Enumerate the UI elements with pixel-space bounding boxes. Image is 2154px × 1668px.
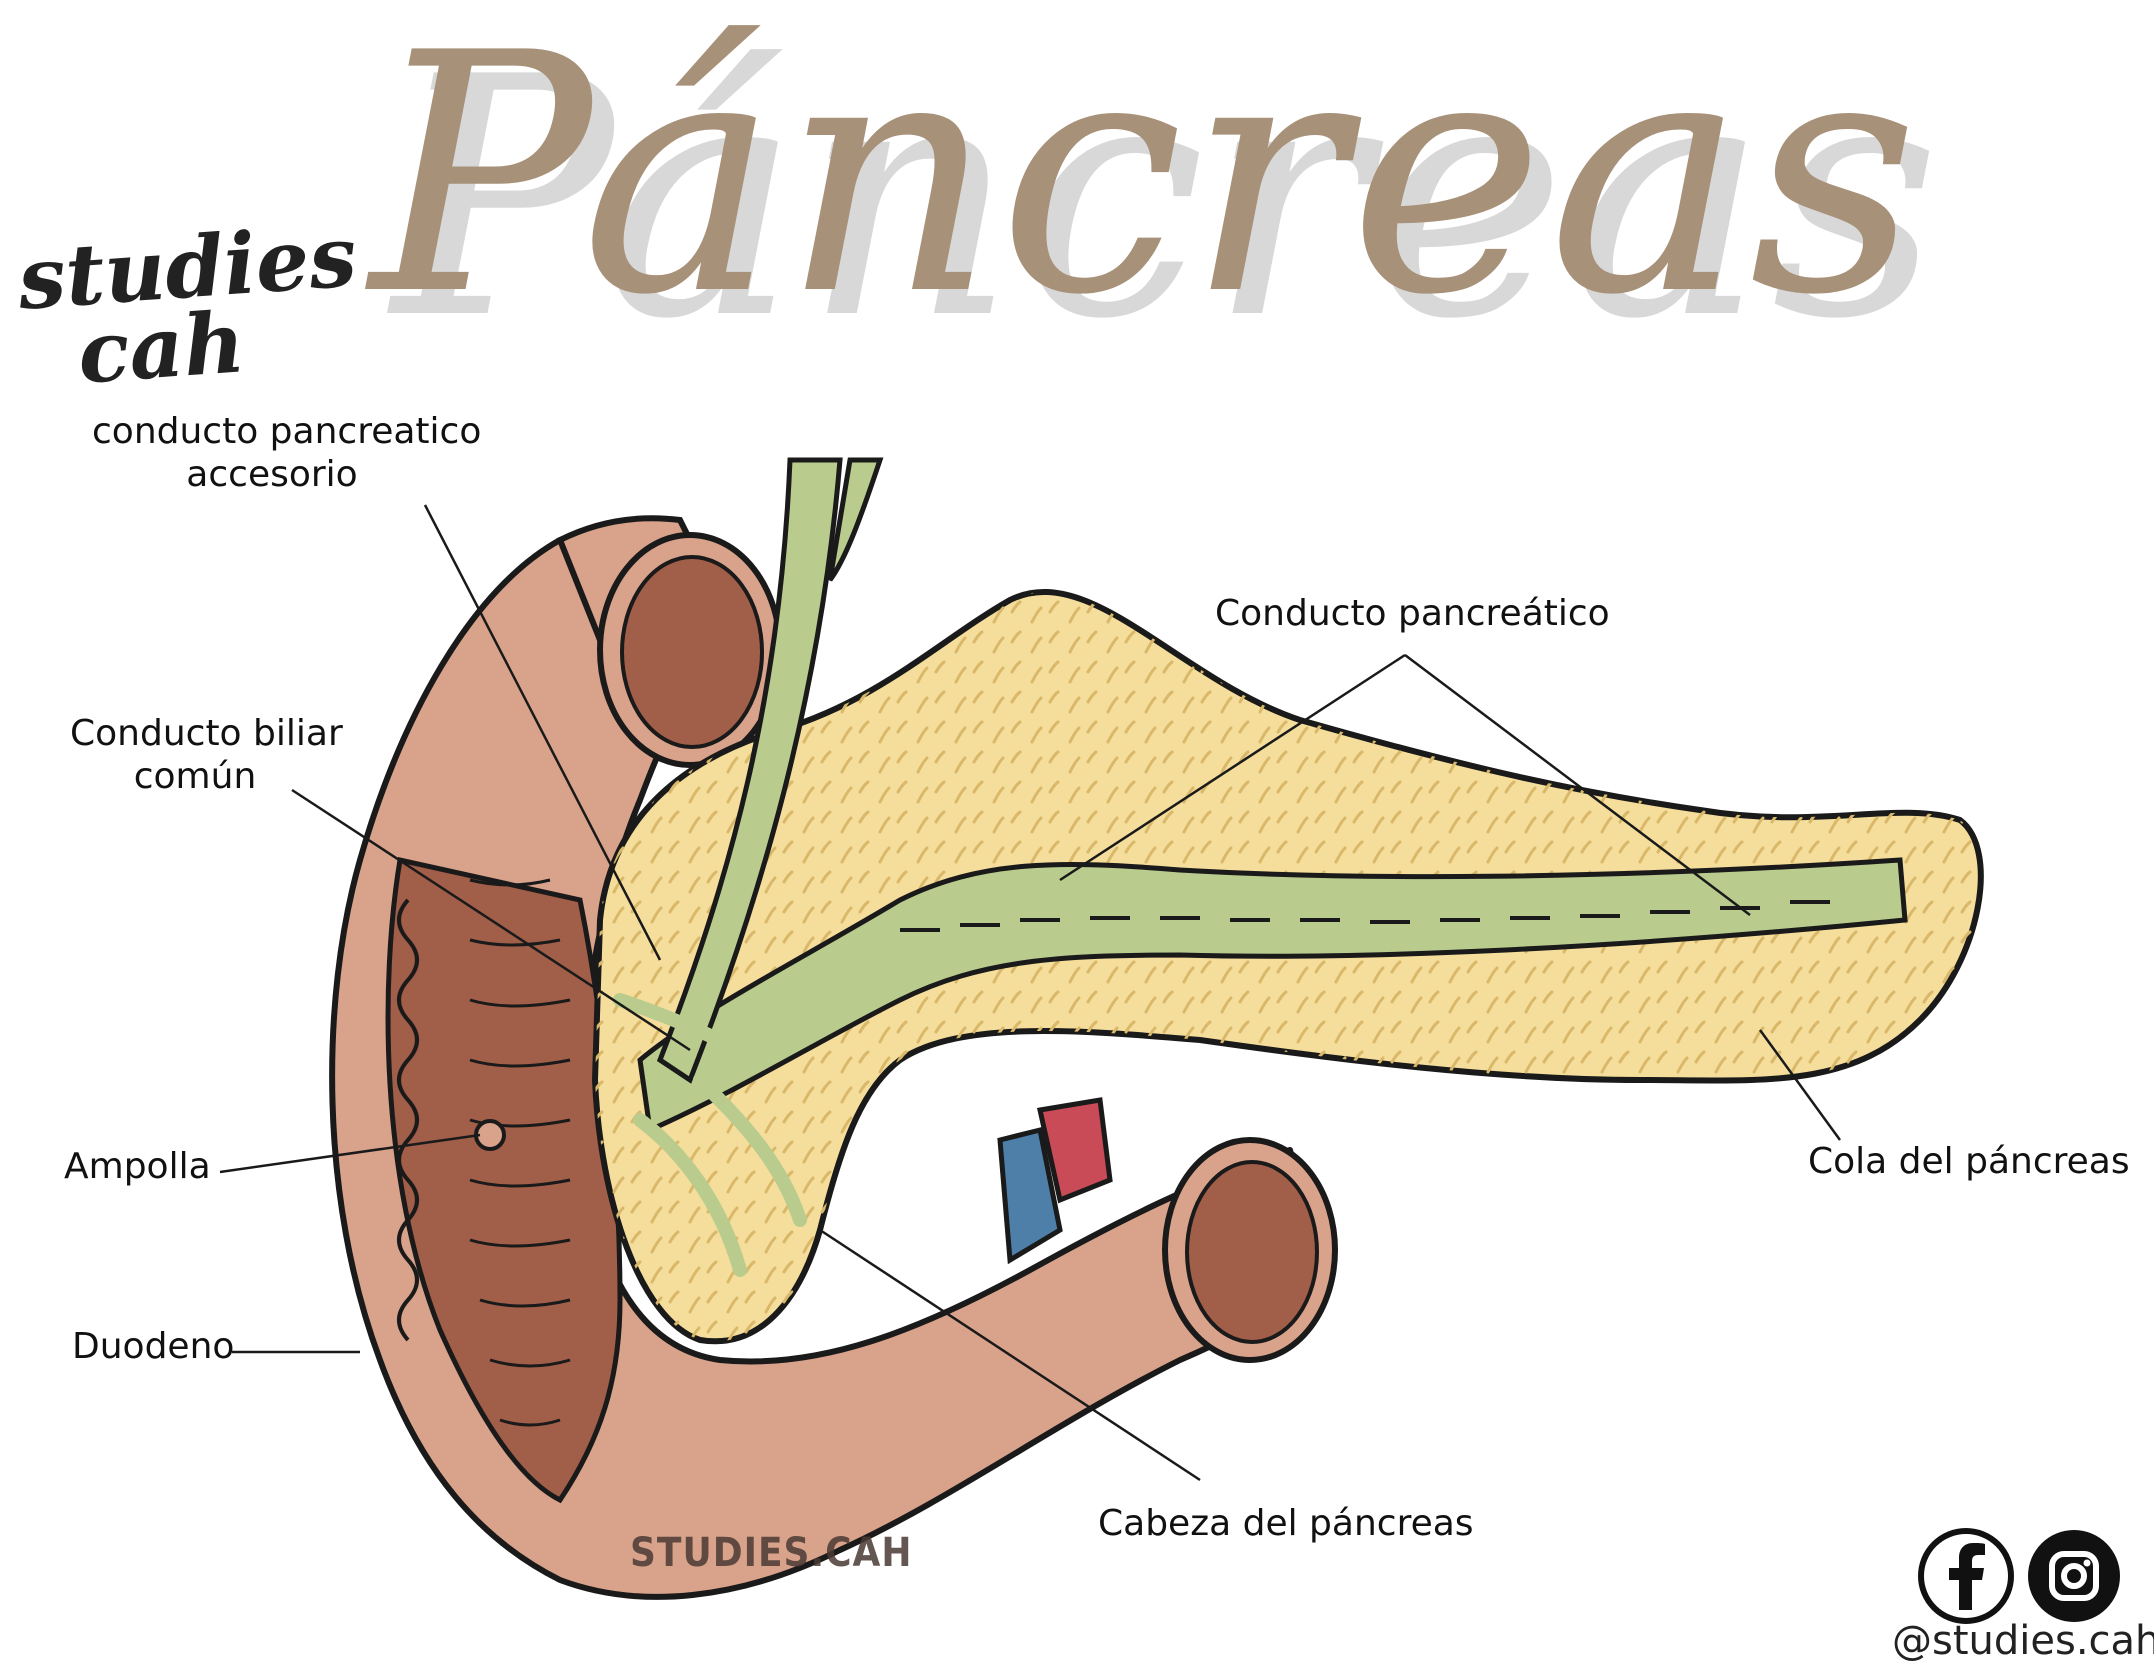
label-common-bile-duct-line1: Conducto biliar	[70, 713, 343, 754]
label-common-bile-duct: Conducto biliar común	[70, 712, 343, 798]
label-head: Cabeza del páncreas	[1098, 1503, 1474, 1544]
label-accessory-duct-line2: accesorio	[186, 454, 358, 496]
page-title: Páncreas	[370, 0, 1923, 367]
label-duodenum: Duodeno	[72, 1326, 235, 1367]
artery	[1036, 1097, 1113, 1204]
label-pancreatic-duct: Conducto pancreático	[1215, 593, 1610, 634]
watermark: STUDIES.CAH	[630, 1530, 913, 1576]
ampulla	[474, 1119, 506, 1151]
instagram-icon[interactable]	[2024, 1526, 2124, 1626]
label-accessory-duct: conducto pancreatico accesorio	[92, 410, 482, 496]
label-ampulla: Ampolla	[64, 1146, 211, 1187]
social-handle: @studies.cah	[1892, 1618, 2154, 1664]
pancreatic-duct-channel	[637, 857, 1908, 1134]
label-tail: Cola del páncreas	[1808, 1141, 2130, 1182]
facebook-icon[interactable]	[1916, 1526, 2016, 1626]
title-shadow: Páncreas	[392, 7, 1945, 391]
label-accessory-duct-line1: conducto pancreatico	[92, 411, 482, 452]
leader-lines	[219, 504, 1842, 1482]
common-bile-duct	[656, 457, 843, 1084]
label-common-bile-duct-line2: común	[133, 756, 257, 798]
vein	[997, 1126, 1063, 1265]
